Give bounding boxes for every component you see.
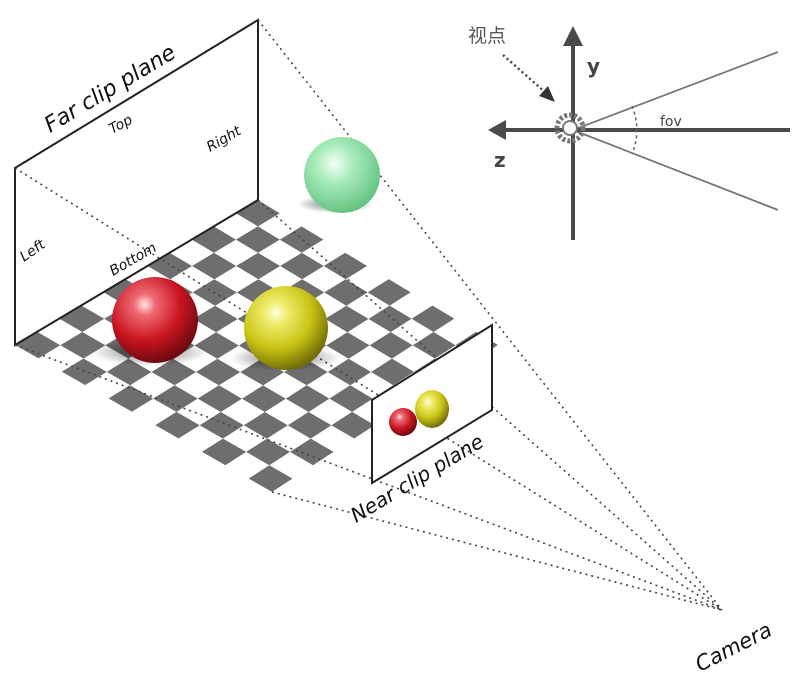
right-label: Right: [204, 123, 244, 156]
checker-tile: [411, 305, 455, 332]
checker-tile: [280, 252, 324, 280]
checker-tile: [329, 385, 373, 412]
checker-tile: [325, 305, 369, 333]
checker-tile: [287, 412, 332, 439]
near-red-sphere: [389, 408, 417, 436]
checker-tile: [61, 358, 107, 386]
left-label: Left: [17, 236, 49, 265]
checker-tile: [412, 332, 456, 359]
y-axis-label: y: [587, 54, 600, 78]
checker-tile: [199, 412, 244, 439]
checker-tile: [326, 332, 370, 359]
checker-tile: [194, 332, 239, 359]
checker-tile: [367, 279, 411, 306]
z-axis-label: z: [494, 148, 506, 172]
viewpoint-label: 视点: [468, 25, 506, 47]
checker-tile: [197, 385, 242, 412]
checker-tile: [153, 385, 198, 412]
checker-tile: [201, 438, 247, 466]
checker-tile: [327, 358, 372, 386]
checker-tile: [331, 411, 375, 439]
checker-tile: [279, 226, 324, 253]
checker-tile: [192, 252, 237, 280]
checker-tile: [323, 252, 368, 280]
y-axis-arrowhead: [563, 26, 583, 46]
red-sphere: [112, 277, 198, 363]
checker-tile: [236, 252, 281, 280]
checker-tile: [324, 279, 368, 306]
frustum-lines: [14, 19, 723, 611]
checker-tile: [243, 412, 288, 439]
near-clip-plane: [371, 323, 493, 485]
top-label: Top: [106, 112, 135, 138]
checker-tile: [285, 385, 330, 412]
checker-tile: [155, 411, 200, 439]
checker-tile: [196, 358, 241, 386]
checker-tile: [193, 305, 238, 333]
checker-tile: [248, 465, 293, 492]
viewpoint-gear-icon: [554, 112, 586, 144]
fov-upper-ray: [572, 51, 779, 131]
checker-tile: [235, 226, 280, 253]
checker-tile: [246, 438, 290, 466]
green-sphere: [304, 137, 380, 213]
checker-tile: [371, 358, 415, 386]
checker-tile: [369, 332, 413, 359]
camera-label: Camera: [691, 618, 775, 676]
checker-tile: [290, 438, 334, 466]
viewpoint-pointer-line: [502, 54, 547, 94]
viewpoint-pointer-arrowhead: [539, 86, 555, 102]
checker-tile: [106, 358, 152, 386]
checker-tile: [368, 305, 412, 333]
fov-lower-ray: [572, 129, 779, 211]
z-axis-arrowhead: [488, 120, 506, 140]
checker-tile: [241, 385, 286, 412]
checker-tile: [235, 200, 280, 227]
near-yellow-sphere: [415, 390, 449, 428]
camera-axes-inset: 视点 y z fov: [468, 25, 790, 240]
fov-arc: [631, 105, 638, 155]
checker-tile: [108, 385, 154, 412]
fov-label: fov: [660, 114, 682, 130]
yellow-sphere: [244, 286, 328, 370]
